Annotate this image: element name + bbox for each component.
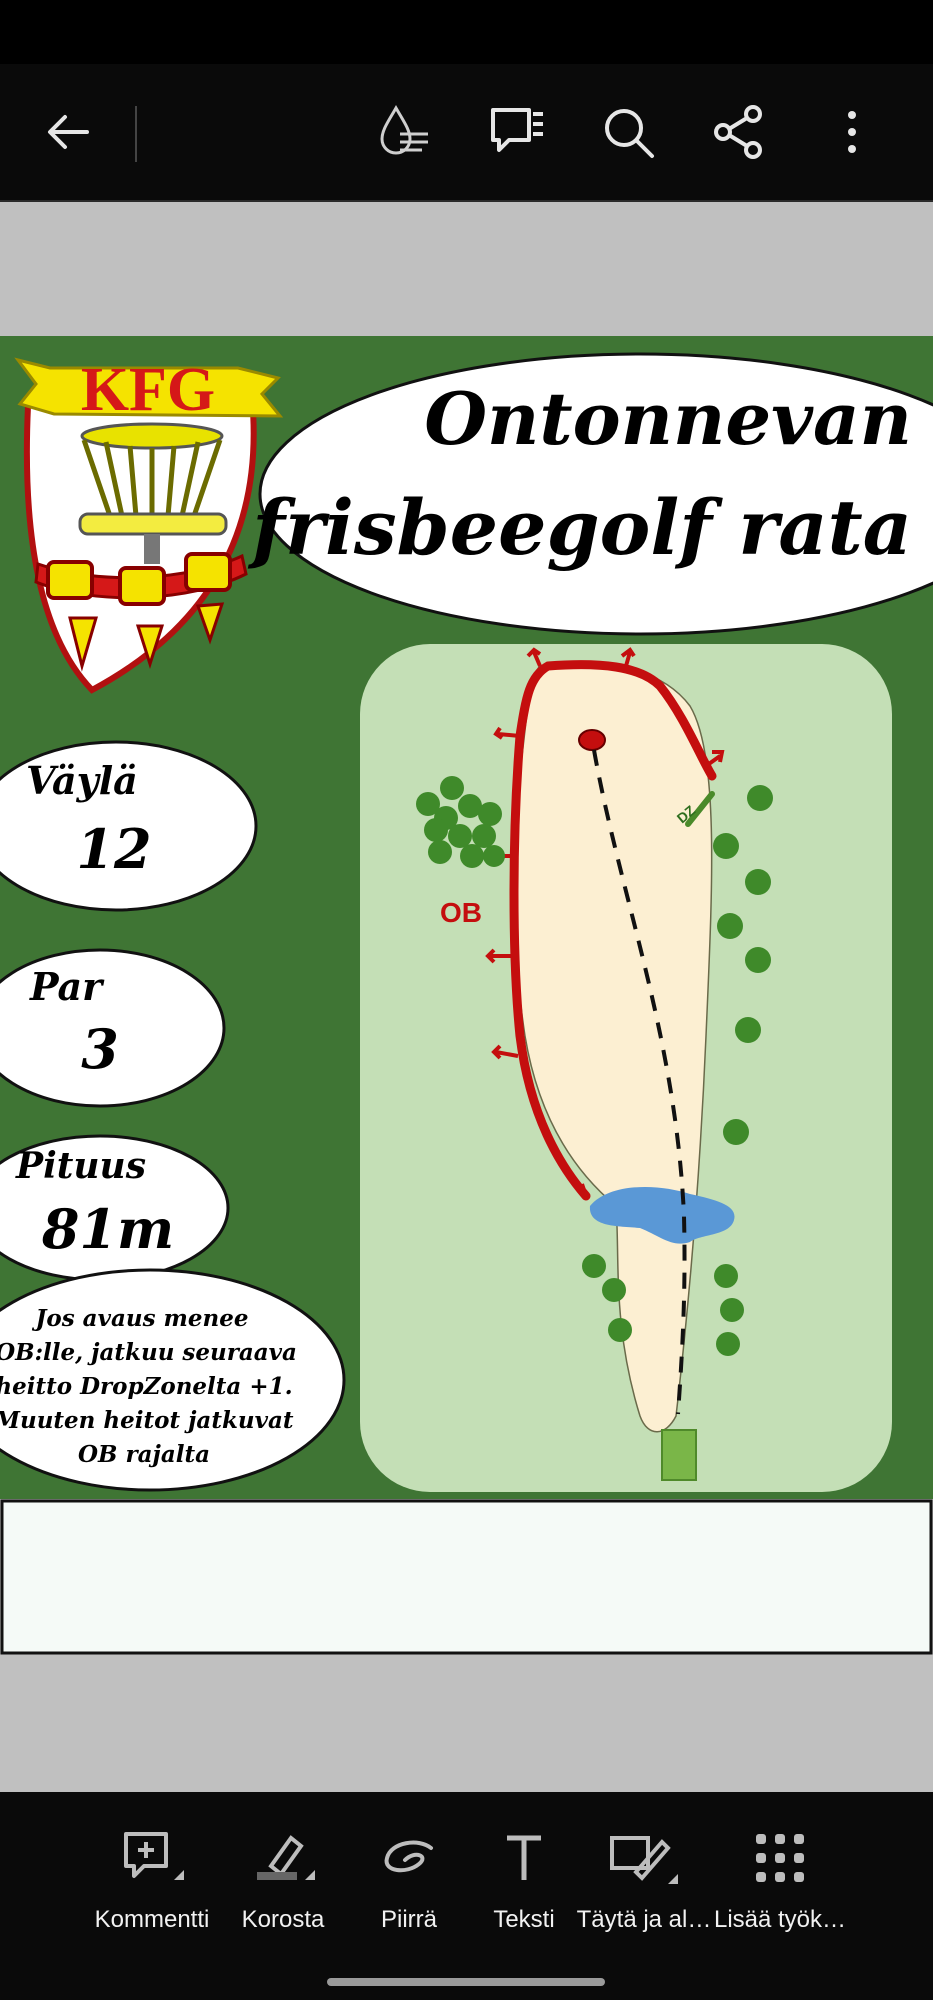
highlight-icon (257, 1835, 315, 1880)
par-value: 3 (81, 1017, 119, 1081)
rule-line: Jos avaus menee (32, 1305, 249, 1332)
rule-line: OB rajalta (78, 1441, 210, 1468)
footer-box (0, 1499, 933, 1655)
ob-label: OB (440, 897, 482, 928)
search-button[interactable] (594, 98, 662, 166)
status-bar (0, 0, 933, 64)
text-icon (507, 1835, 541, 1880)
rule-line: Muuten heitot jatkuvat (0, 1407, 294, 1434)
search-icon (605, 109, 654, 158)
hole-bubble (0, 740, 258, 912)
share-button[interactable] (705, 98, 773, 166)
throw-line (592, 749, 687, 1415)
title-line-2: frisbeegolf rata (247, 483, 912, 572)
water-hazard (589, 1186, 735, 1244)
draw-icon (384, 1840, 433, 1873)
tool-comment[interactable]: Kommentti (82, 1828, 222, 1938)
kfg-logo: KFG (14, 356, 284, 694)
tool-highlight[interactable]: Korosta (213, 1828, 353, 1938)
fill-sign-icon (610, 1836, 678, 1884)
logo-text: KFG (81, 356, 215, 424)
hole-map: OB DZ (360, 644, 892, 1492)
more-tools-grid-icon (756, 1834, 804, 1882)
trees (416, 776, 773, 1356)
rule-line: OB:lle, jatkuu seuraava (0, 1339, 297, 1366)
drop-zone (685, 791, 715, 827)
pdf-page: KFG Ontonnevan frisbeegolf rata Väylä 12… (0, 336, 933, 1656)
basket-marker (578, 729, 606, 751)
back-arrow-icon (48, 115, 89, 149)
tool-draw-label: Piirrä (380, 1906, 437, 1933)
length-value: 81m (41, 1197, 174, 1261)
tool-fill-sign[interactable]: Täytä ja al… (574, 1828, 714, 1938)
add-comment-icon (124, 1832, 184, 1880)
par-bubble (0, 948, 226, 1108)
top-app-bar (0, 64, 933, 202)
bottom-toolbar: Kommentti Korosta Piirrä Teksti (0, 1792, 933, 2000)
back-button[interactable] (34, 98, 102, 166)
hole-label: Väylä (26, 758, 138, 803)
rules-bubble (0, 1268, 346, 1492)
par-label: Par (29, 964, 105, 1009)
reading-mode-icon (380, 104, 428, 155)
reading-mode-button[interactable] (372, 98, 440, 166)
tool-more-tools[interactable]: Lisää työk… (710, 1828, 850, 1938)
course-map-page: KFG Ontonnevan frisbeegolf rata Väylä 12… (0, 336, 933, 1655)
tool-text[interactable]: Teksti (454, 1828, 594, 1938)
more-options-button[interactable] (818, 98, 886, 166)
rules-text: Jos avaus menee OB:lle, jatkuu seuraava … (0, 1305, 297, 1468)
ob-line (509, 660, 717, 1201)
tool-fill-sign-label: Täytä ja al… (576, 1906, 712, 1933)
tee-pad (661, 1429, 697, 1481)
tool-draw[interactable]: Piirrä (339, 1828, 479, 1938)
comments-button[interactable] (483, 98, 551, 166)
title-bubble (258, 352, 933, 636)
hole-number: 12 (76, 817, 151, 881)
toolbar-divider (135, 106, 137, 162)
tool-comment-label: Kommentti (94, 1906, 210, 1933)
tool-more-tools-label: Lisää työk… (713, 1906, 847, 1933)
home-indicator[interactable] (327, 1978, 605, 1986)
page-gap (0, 202, 933, 336)
length-label: Pituus (15, 1145, 146, 1187)
rule-line: heitto DropZonelta +1. (0, 1373, 293, 1400)
more-options-icon (848, 111, 856, 153)
tool-highlight-label: Korosta (241, 1906, 325, 1933)
comments-icon (491, 108, 543, 152)
tool-text-label: Teksti (493, 1906, 555, 1933)
share-icon (714, 105, 762, 159)
title-line-1: Ontonnevan (424, 376, 912, 461)
